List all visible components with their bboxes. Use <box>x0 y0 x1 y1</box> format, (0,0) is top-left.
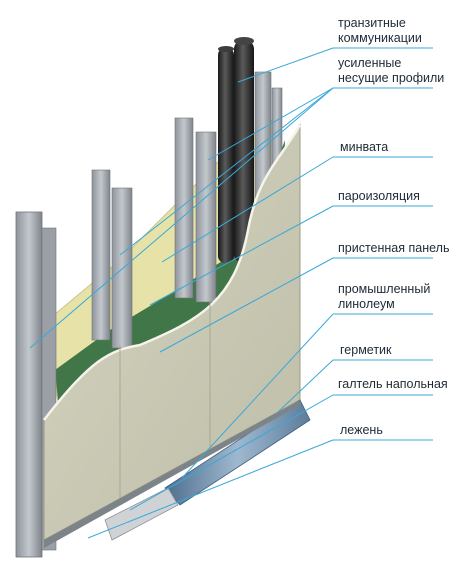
leader-line-fillet <box>129 394 334 511</box>
leader-line-lezhen <box>87 439 334 539</box>
label-vapor: пароизоляция <box>338 189 420 203</box>
steel-profile <box>195 131 217 303</box>
label-lezhen: лежень <box>340 423 383 437</box>
leader-line-sealant <box>277 359 334 413</box>
steel-profile <box>111 187 133 349</box>
steel-profile <box>174 117 194 299</box>
transit-pipe-2 <box>234 40 254 263</box>
leader-line-profiles <box>29 87 334 349</box>
steel-profile <box>91 169 111 341</box>
transit-pipe-1 <box>218 48 234 263</box>
label-transit: транзитные коммуникации <box>338 16 422 45</box>
label-sealant: герметик <box>340 343 392 357</box>
label-panel: пристенная панель <box>338 241 450 255</box>
leader-line-transit <box>237 47 334 83</box>
leader-line-linoleum <box>181 313 334 479</box>
floor-base <box>44 400 300 548</box>
label-fillet: галтель напольная <box>338 377 448 391</box>
wall-panel-edge <box>43 124 302 421</box>
leader-line-minvata <box>161 156 334 263</box>
label-minvata: минвата <box>340 140 389 154</box>
front-steel-profile <box>15 211 43 558</box>
floor-beam <box>104 487 179 541</box>
leader-lines <box>29 47 433 539</box>
pipe-top-2 <box>234 37 254 45</box>
steel-profiles <box>15 71 283 558</box>
label-profiles: усиленные несущие профили <box>338 56 445 85</box>
label-linoleum: промышленный линолеум <box>338 282 431 311</box>
pipe-top-1 <box>218 46 234 52</box>
vapor-barrier-layer <box>55 140 285 420</box>
leader-line-profiles <box>207 87 334 161</box>
leader-line-profiles <box>119 87 334 256</box>
leader-line-vapor <box>149 205 334 306</box>
leader-line-panel <box>159 257 334 353</box>
